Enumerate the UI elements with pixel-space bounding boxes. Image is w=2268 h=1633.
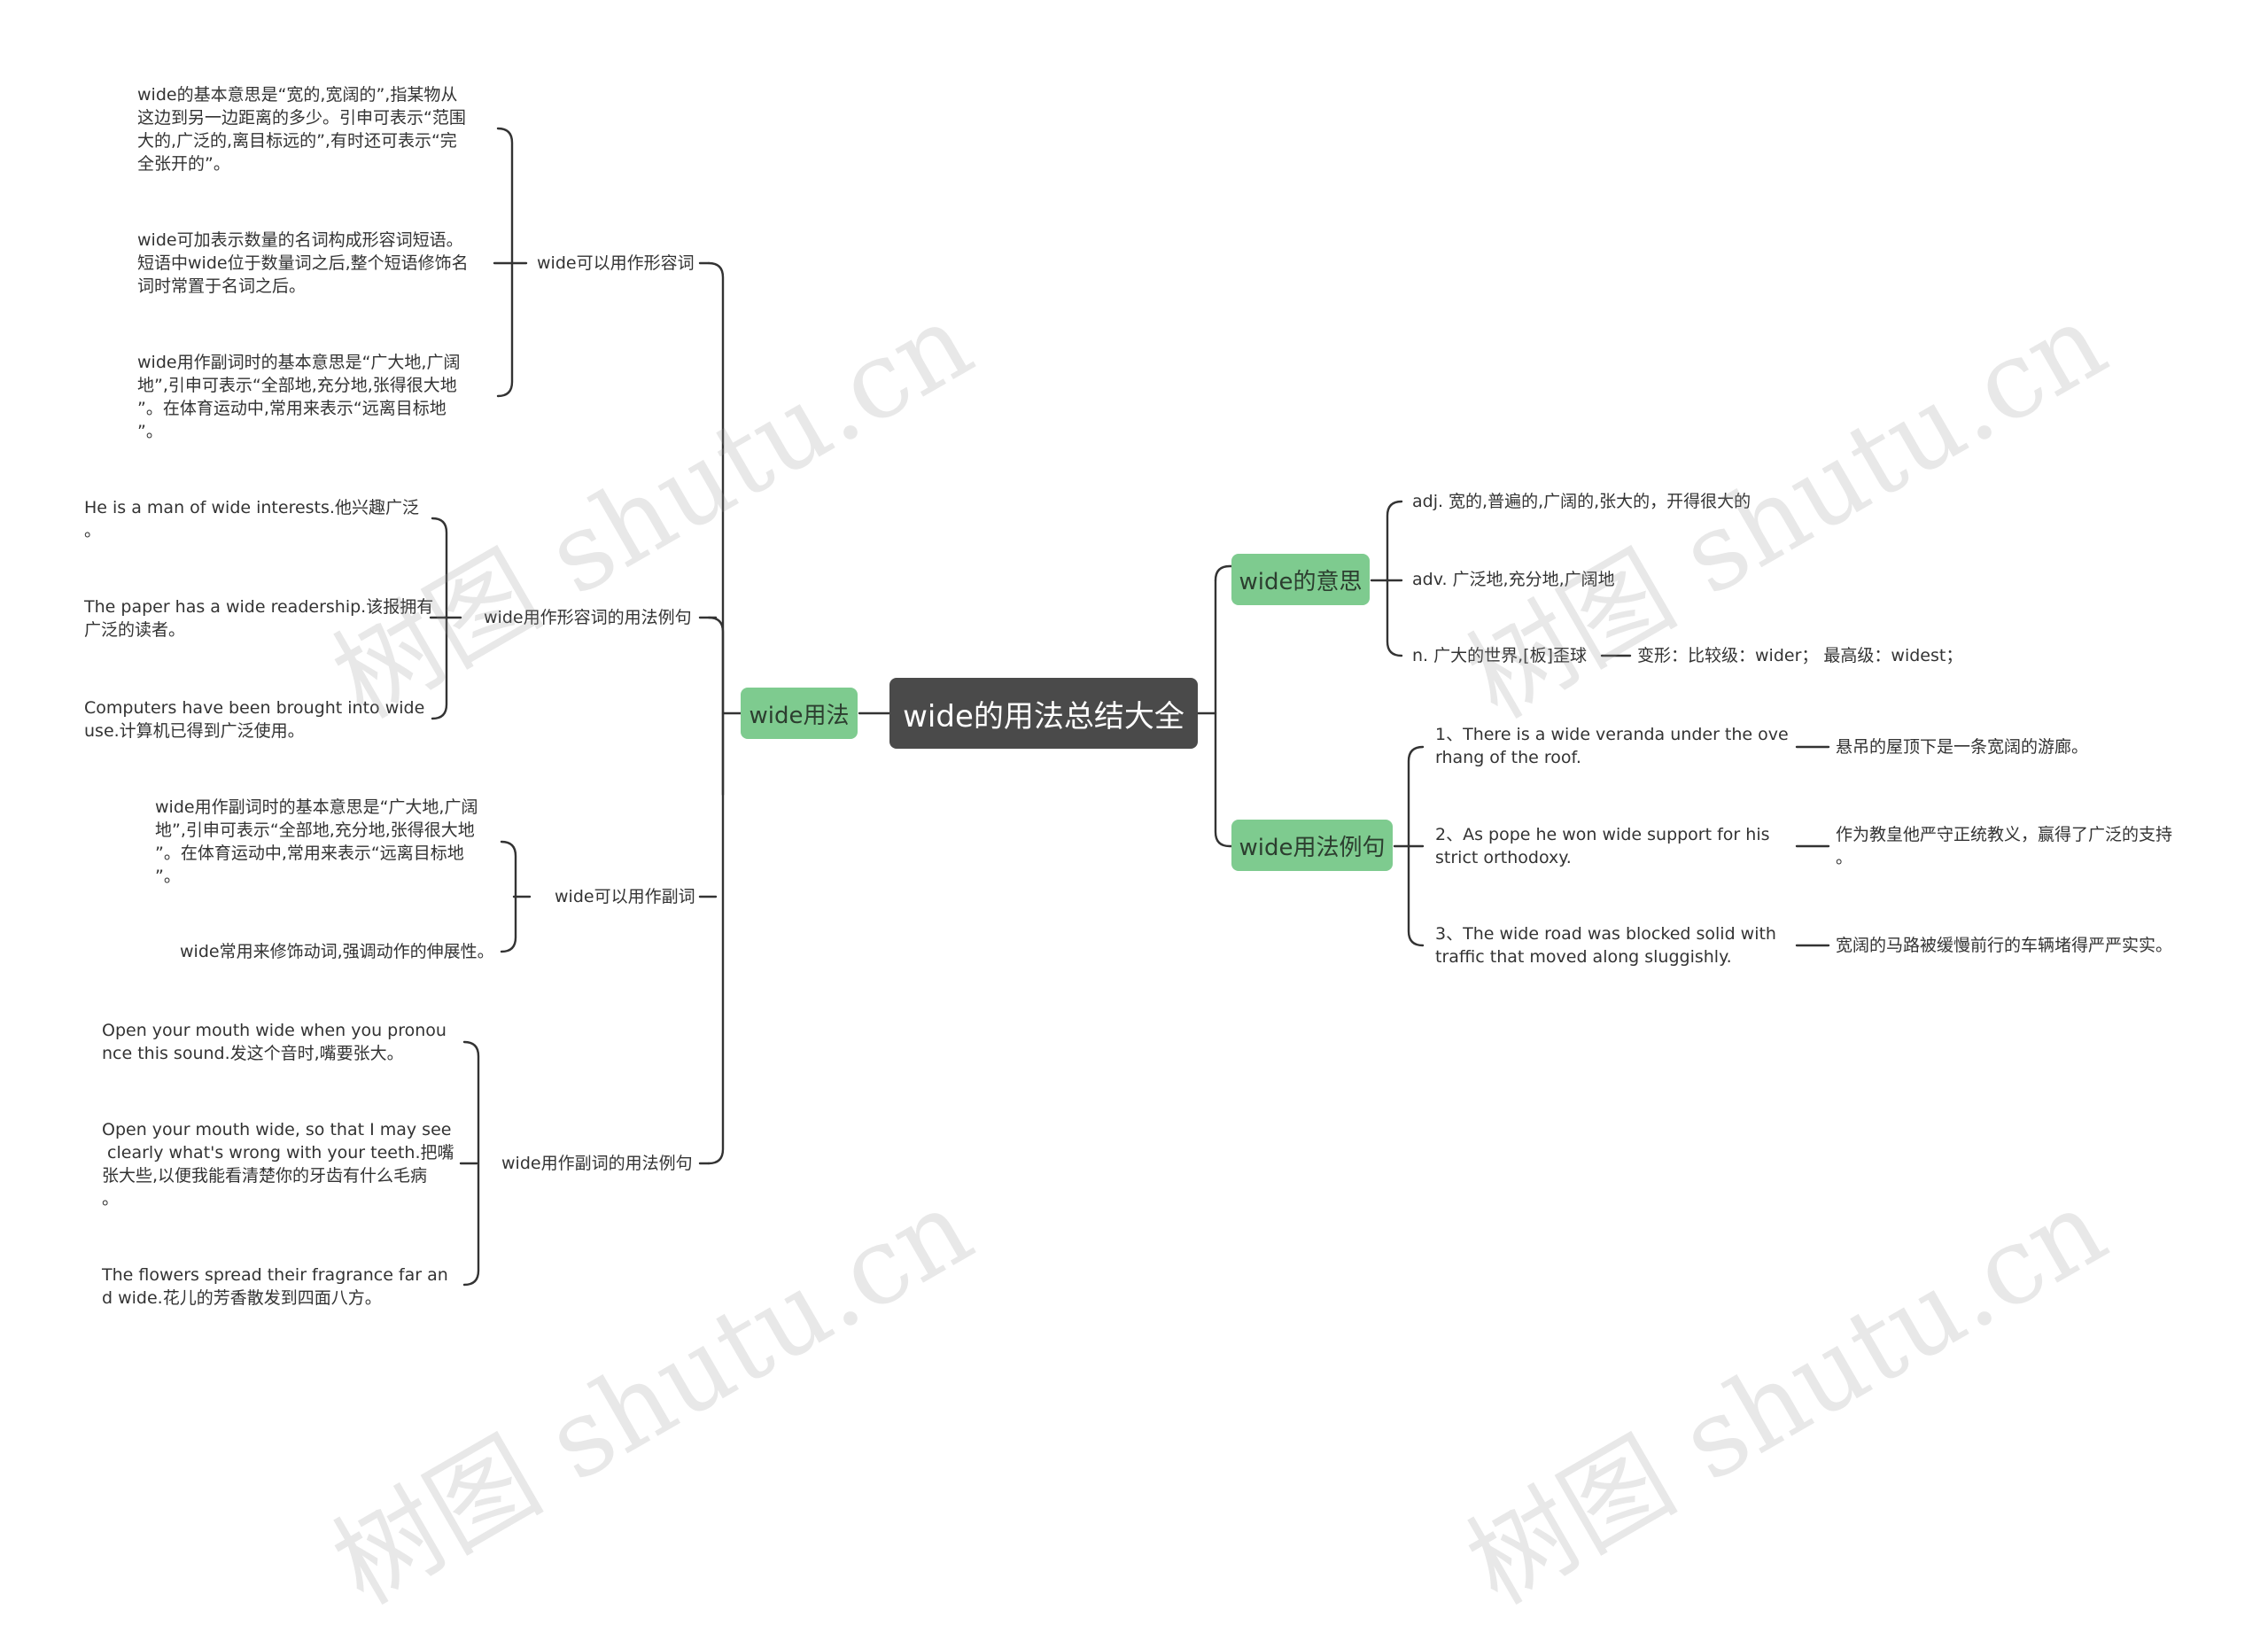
adv-example-3: The flowers spread their fragrance far a… [102,1265,448,1308]
adv-example-2: Open your mouth wide, so that I may see … [102,1120,454,1209]
node-wide-usage[interactable]: wide用法 [741,688,858,739]
example-3-en: 3、The wide road was blocked solid with t… [1435,924,1776,967]
adj-item-3: wide用作副词时的基本意思是“广大地,广阔 地”,引申可表示“全部地,充分地,… [137,353,461,441]
node-wide-meaning[interactable]: wide的意思 [1231,554,1370,605]
node-wide-examples[interactable]: wide用法例句 [1231,820,1393,871]
adj-item-2: wide可加表示数量的名词构成形容词短语。 短语中wide位于数量词之后,整个短… [137,230,469,296]
adv-example-1: Open your mouth wide when you pronou nce… [102,1021,447,1063]
example-2-zh: 作为教皇他严守正统教义，赢得了广泛的支持 。 [1836,825,2173,867]
adj-item-1: wide的基本意思是“宽的,宽阔的”,指某物从 这边到另一边距离的多少。引申可表… [137,85,466,174]
example-1-en: 1、There is a wide veranda under the ove … [1435,725,1789,767]
adj-example-1: He is a man of wide interests.他兴趣广泛 。 [84,498,419,540]
node-adv-examples[interactable]: wide用作副词的用法例句 [501,1154,693,1173]
meaning-adj: adj. 宽的,普遍的,广阔的,张大的，开得很大的 [1412,492,1751,511]
adv-item-2: wide常用来修饰动词,强调动作的伸展性。 [180,942,494,961]
example-2-en: 2、As pope he won wide support for his st… [1435,825,1770,867]
meaning-variant: 变形：比较级：wider； 最高级：widest； [1637,646,1963,665]
node-adv-usage[interactable]: wide可以用作副词 [555,887,695,906]
example-1-zh: 悬吊的屋顶下是一条宽阔的游廊。 [1836,737,2089,757]
adj-example-2: The paper has a wide readership.该报拥有 广泛的… [84,597,434,640]
node-adj-examples[interactable]: wide用作形容词的用法例句 [484,608,692,627]
meaning-noun: n. 广大的世界,[板]歪球 [1412,646,1587,665]
adv-item-1: wide用作副词时的基本意思是“广大地,广阔 地”,引申可表示“全部地,充分地,… [155,797,478,886]
example-3-zh: 宽阔的马路被缓慢前行的车辆堵得严严实实。 [1836,936,2173,955]
connector-lines [429,127,1830,1287]
root-node[interactable]: wide的用法总结大全 [889,678,1198,749]
node-adj-usage[interactable]: wide可以用作形容词 [537,253,695,273]
bracket-left-main [707,261,725,1165]
meaning-adv: adv. 广泛地,充分地,广阔地 [1412,570,1615,589]
adj-example-3: Computers have been brought into wide us… [84,698,425,741]
